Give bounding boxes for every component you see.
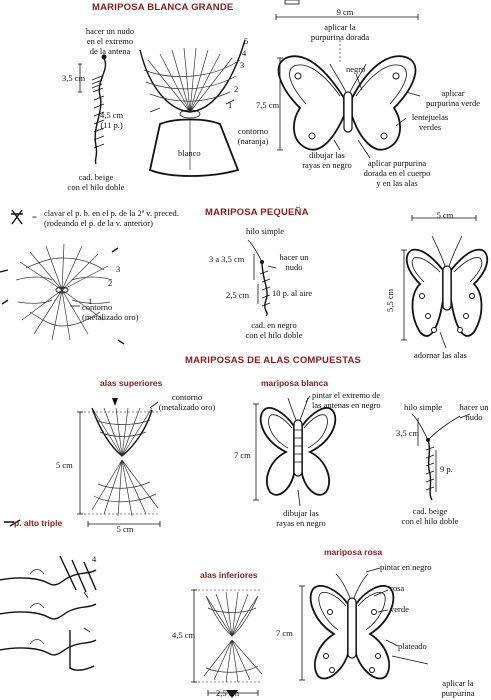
p-alto-triple-stitches bbox=[0, 519, 97, 671]
compuestas-step-4: 4 bbox=[92, 554, 97, 564]
mariposa-rosa-drawing bbox=[299, 567, 429, 681]
compuestas-contorno-oro: contorno(metalizado oro) bbox=[158, 392, 216, 412]
subheading-alas-superiores: alas superiores bbox=[100, 378, 163, 388]
grande-dim-35: 3,5 cm bbox=[62, 73, 86, 83]
grande-round-1: 1 bbox=[228, 100, 233, 110]
legend-equals: = bbox=[32, 212, 37, 222]
grande-round-5: 5 bbox=[244, 36, 249, 46]
rosa-label-verde: verde bbox=[390, 604, 409, 614]
heading-compuestas: MARIPOSAS DE ALAS COMPUESTAS bbox=[185, 355, 362, 366]
grande-crochet-chart bbox=[139, 39, 246, 177]
compuestas-p9: 9 p. bbox=[440, 464, 453, 474]
grande-round-3: 3 bbox=[240, 60, 245, 70]
pequena-dim-3: 3 a 3,5 cm bbox=[209, 254, 245, 264]
rosa-pintar-negro: pintar en negro bbox=[380, 562, 432, 572]
subheading-p-alto-triple: p. alto triple bbox=[14, 518, 63, 528]
grande-dim-75: 7,5 cm bbox=[256, 100, 280, 110]
grande-negro: negro bbox=[346, 64, 366, 74]
legend-text: clavar el p. b. en el p. de la 2ª v. pre… bbox=[44, 208, 179, 228]
compuestas-dim-7: 7 cm bbox=[234, 450, 251, 460]
mariposa-blanca-drawing bbox=[253, 395, 337, 507]
rosa-label-plateado: plateado bbox=[398, 641, 427, 651]
heading-grande: MARIPOSA BLANCA GRANDE bbox=[92, 2, 234, 13]
alas-superiores-chart bbox=[77, 398, 161, 527]
pequena-antenna bbox=[247, 239, 277, 317]
grande-butterfly bbox=[275, 14, 421, 159]
pequena-p-aire: 10 p. al aire bbox=[272, 288, 313, 298]
pequena-butterfly bbox=[401, 215, 489, 349]
pequena-dim-25: 2,5 cm bbox=[226, 290, 250, 300]
compuestas-dim-5h: 5 cm bbox=[116, 524, 134, 534]
grande-round-4: 4 bbox=[242, 48, 247, 58]
heading-pequena: MARIPOSA PEQUEÑA bbox=[205, 207, 309, 218]
grande-round-2: 2 bbox=[234, 84, 239, 94]
subheading-mariposa-rosa: mariposa rosa bbox=[324, 547, 383, 557]
rosa-dim-7: 7 cm bbox=[276, 628, 293, 638]
grande-antenna bbox=[78, 54, 107, 165]
pequena-crochet-chart bbox=[0, 243, 125, 345]
compuestas-dim-45: 4,5 cm bbox=[172, 630, 196, 640]
pequena-adornar: adornar las alas bbox=[414, 350, 467, 360]
alas-inferiores-chart bbox=[191, 589, 263, 698]
pequena-hilo-simple: hilo simple bbox=[246, 226, 285, 236]
compuestas-hilo-simple: hilo simple bbox=[404, 402, 443, 412]
pequena-dim-5: 5 cm bbox=[436, 210, 454, 220]
grande-blanco: blanco bbox=[178, 148, 201, 158]
grande-dim-9: 9 cm bbox=[336, 7, 354, 17]
grande-contorno: contorno(naranja) bbox=[237, 126, 269, 146]
compuestas-dim-5v: 5 cm bbox=[56, 460, 73, 470]
pequena-round-3: 3 bbox=[116, 264, 121, 274]
rosa-label-rosa: rosa bbox=[390, 583, 405, 593]
subheading-mariposa-blanca: mariposa blanca bbox=[261, 378, 329, 388]
corner-marker bbox=[284, 0, 300, 5]
compuestas-dim-35: 3,5 cm bbox=[396, 428, 420, 438]
legend-symbol bbox=[11, 209, 23, 225]
pequena-round-1: 1 bbox=[88, 296, 93, 306]
subheading-alas-inferiores: alas inferiores bbox=[200, 570, 258, 580]
pequena-contorno: contorno(metalizado oro) bbox=[82, 302, 139, 322]
compuestas-dim-25: 2,5 cm bbox=[216, 688, 240, 698]
compuesta-antenna bbox=[411, 413, 471, 501]
grande-dim-45: 4,5 cm(11 p.) bbox=[100, 110, 124, 130]
pequena-round-2: 2 bbox=[108, 278, 113, 288]
